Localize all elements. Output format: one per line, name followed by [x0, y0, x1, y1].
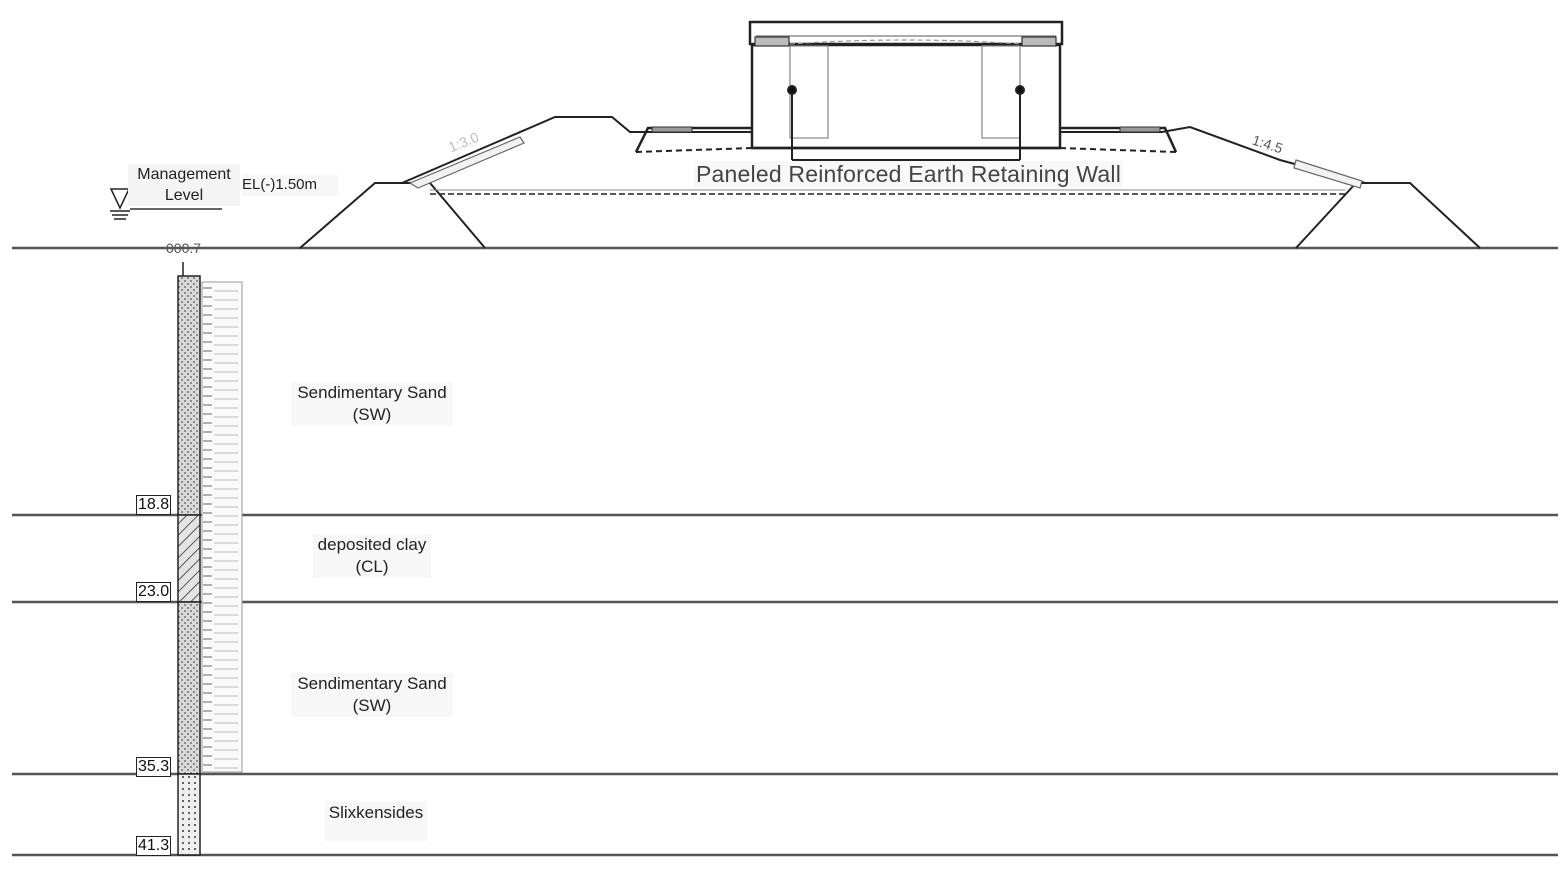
diagram-title: Paneled Reinforced Earth Retaining Wall — [694, 161, 1124, 188]
layer-label-4: Slixkensides — [325, 802, 427, 842]
layer-name-2: deposited clay — [317, 535, 427, 554]
borehole-segment-sand-upper — [177, 275, 201, 516]
depth-label-3: 35.3 — [136, 757, 172, 777]
layer-name-1: Sendimentary Sand — [297, 383, 447, 402]
borehole-top-label: 000.7 — [166, 240, 202, 256]
water-level-label-line1: Management — [137, 166, 231, 183]
spt-ticks — [203, 287, 238, 769]
borehole-segment-sand-lower — [177, 601, 201, 775]
layer-label-2: deposited clay (CL) — [313, 534, 431, 578]
depth-label-1: 18.8 — [136, 495, 172, 515]
layer-label-1: Sendimentary Sand (SW) — [291, 382, 453, 426]
depth-label-2: 23.0 — [136, 582, 172, 602]
borehole-log — [177, 262, 243, 856]
water-level-label: Management Level — [128, 164, 240, 206]
borehole-segment-clay — [177, 514, 201, 603]
water-level-elevation: EL(-)1.50m — [242, 174, 338, 196]
layer-code-3: (SW) — [352, 696, 392, 715]
layer-name-3: Sendimentary Sand — [297, 674, 447, 693]
layer-code-1: (SW) — [352, 405, 392, 424]
borehole-segment-slickensides — [177, 773, 201, 856]
embankment — [299, 20, 1481, 249]
layer-label-3: Sendimentary Sand (SW) — [291, 673, 453, 717]
water-level-label-line2: Level — [164, 187, 204, 204]
layer-code-2: (CL) — [355, 557, 389, 576]
layer-name-4: Slixkensides — [328, 803, 424, 822]
depth-label-4: 41.3 — [136, 836, 172, 856]
water-level-symbol — [109, 188, 222, 220]
spt-tick-strip — [201, 281, 243, 773]
